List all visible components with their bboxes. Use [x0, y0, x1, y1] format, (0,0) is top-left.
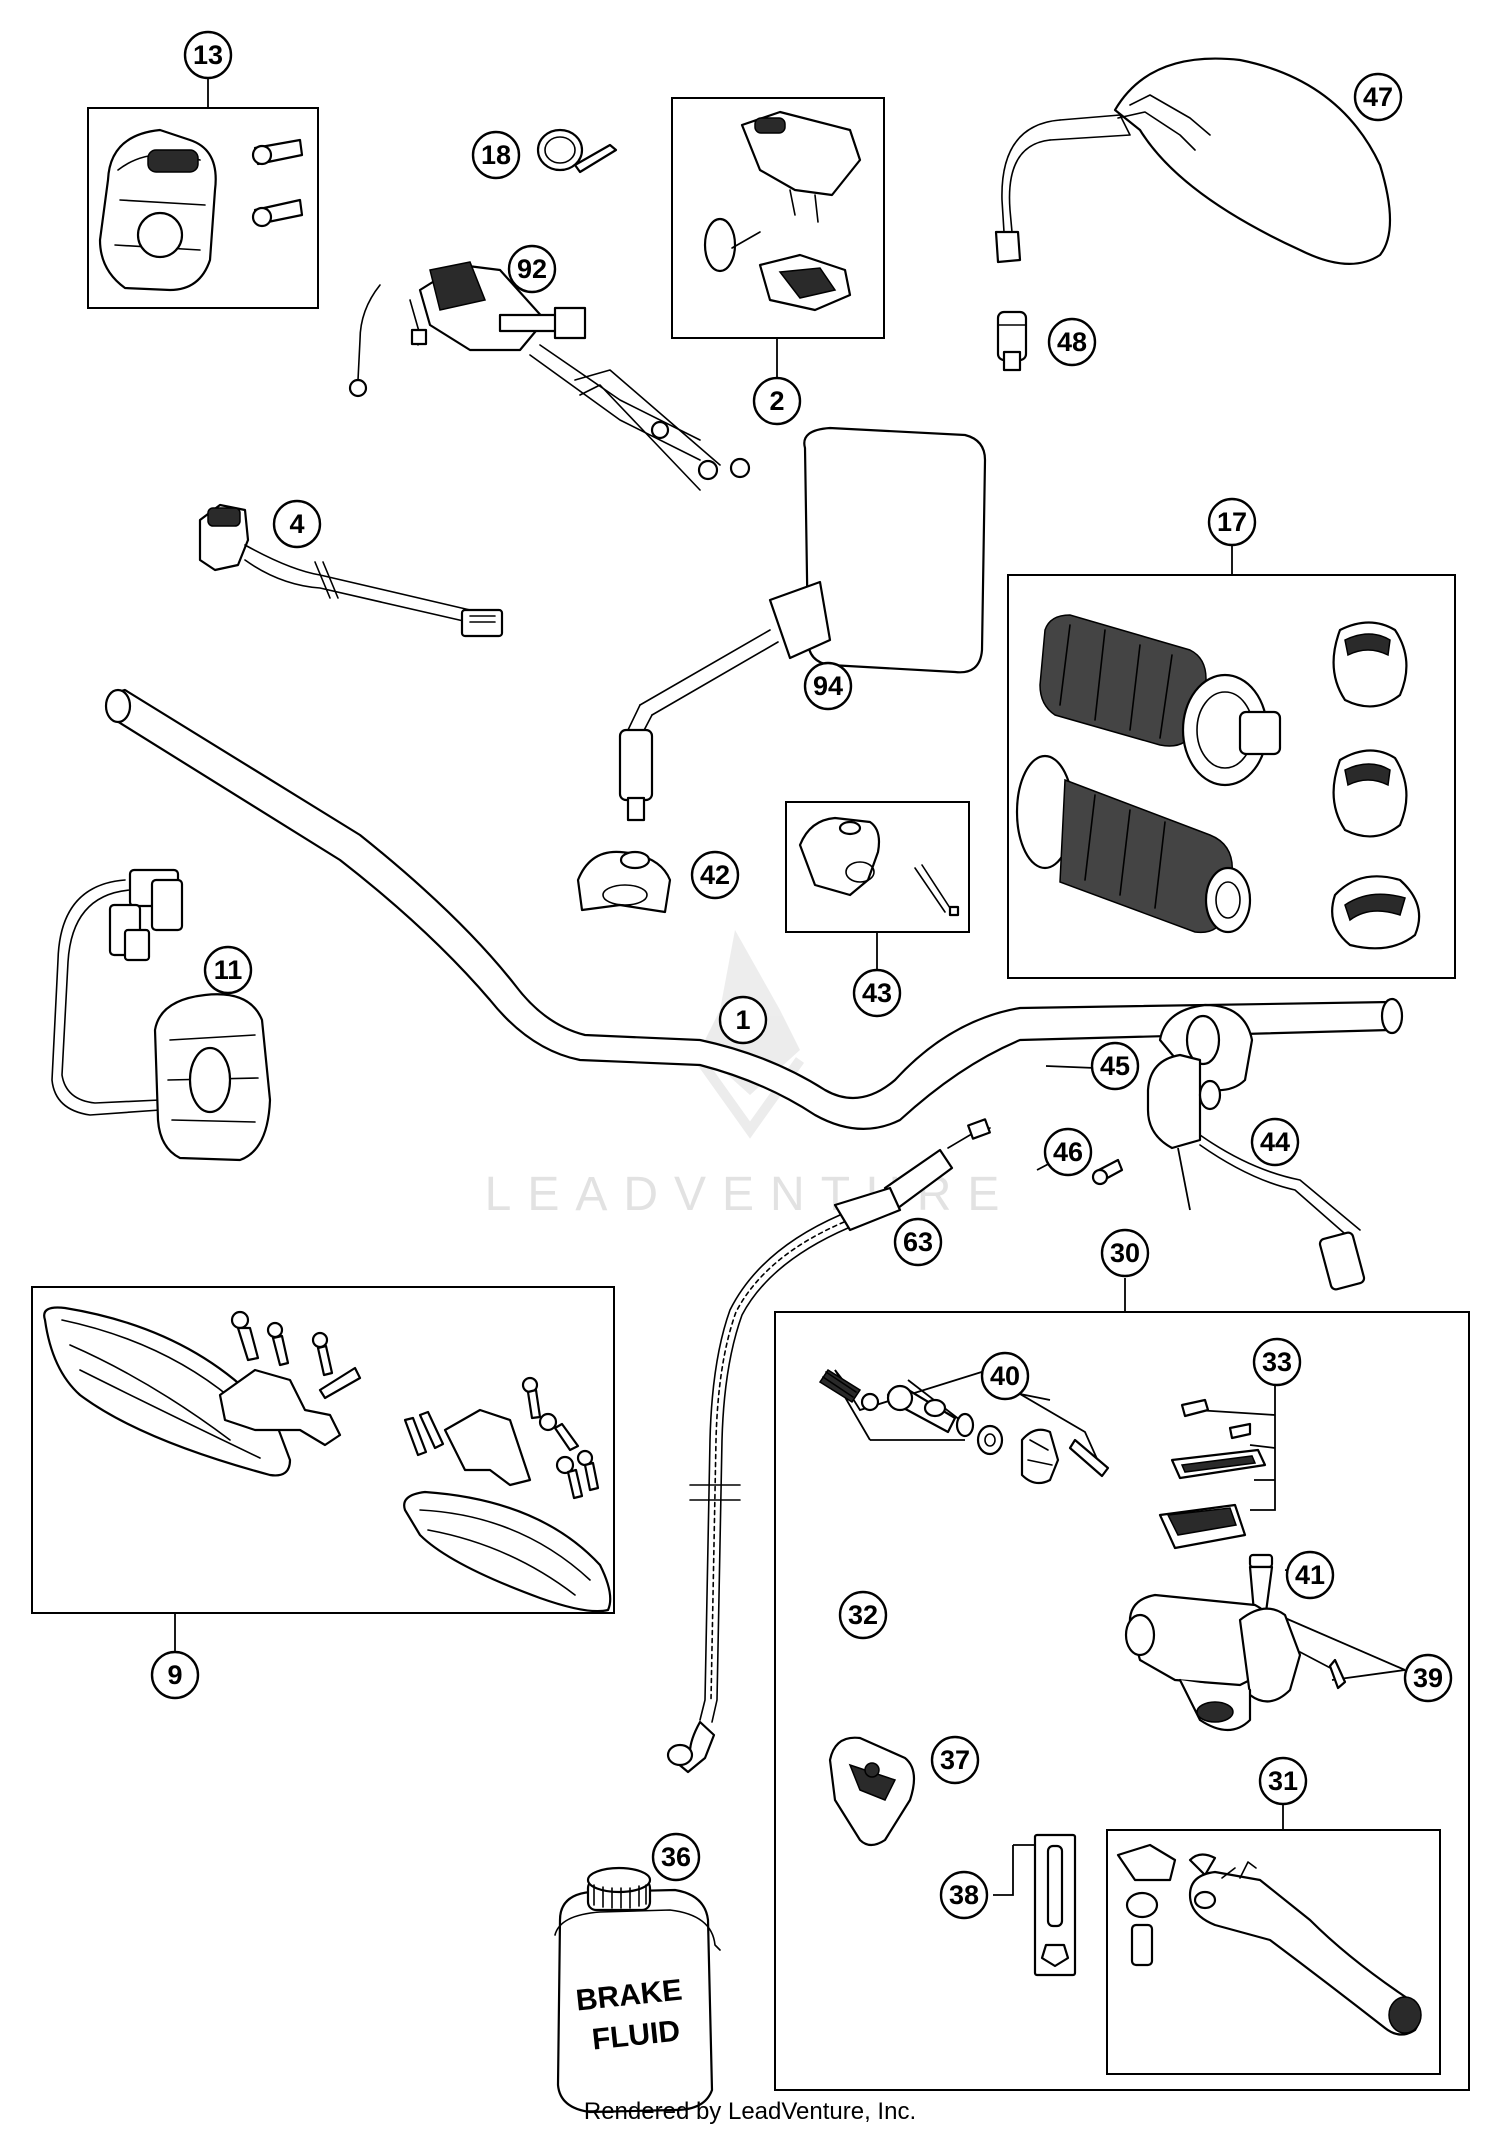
callout-38-label: 38 [949, 1880, 979, 1910]
callout-37-label: 37 [940, 1745, 970, 1775]
callout-45-label: 45 [1100, 1051, 1130, 1081]
callout-39: 39 [1403, 1653, 1453, 1703]
callout-13: 13 [183, 30, 233, 80]
callout-41: 41 [1285, 1550, 1335, 1600]
part-38-bolt-nut [1033, 1833, 1077, 1977]
callout-18-label: 18 [481, 140, 511, 170]
part-33-reservoir-cover [1158, 1398, 1267, 1550]
part-4-kill-switch [198, 503, 504, 638]
callout-13-label: 13 [193, 40, 223, 70]
callout-32-label: 32 [848, 1600, 878, 1630]
callout-38: 38 [939, 1870, 989, 1920]
part-13-switch-housing [98, 128, 304, 292]
callout-41-label: 41 [1295, 1560, 1325, 1590]
callout-94: 94 [803, 661, 853, 711]
callout-92: 92 [507, 244, 557, 294]
part-1-handlebar [104, 688, 1404, 1130]
callout-46: 46 [1043, 1127, 1093, 1177]
part-42-clamp [576, 850, 672, 914]
part-94-pad [618, 426, 987, 822]
callout-46-label: 46 [1053, 1137, 1083, 1167]
callout-48-label: 48 [1057, 327, 1087, 357]
callout-30: 30 [1100, 1228, 1150, 1278]
part-2-switch-cover-set [703, 110, 862, 312]
part-41-pin [1248, 1553, 1274, 1614]
callout-17-label: 17 [1217, 507, 1247, 537]
frame-9 [31, 1286, 615, 1614]
callout-40: 40 [980, 1351, 1030, 1401]
callout-31: 31 [1258, 1756, 1308, 1806]
frame-30 [774, 1311, 1470, 2091]
callout-11: 11 [203, 945, 253, 995]
callout-33: 33 [1252, 1337, 1302, 1387]
callout-63-label: 63 [903, 1227, 933, 1257]
part-47-mirror [994, 57, 1392, 265]
callout-4-label: 4 [289, 509, 304, 539]
callout-30-label: 30 [1110, 1238, 1140, 1268]
callout-63: 63 [893, 1217, 943, 1267]
callout-17: 17 [1207, 497, 1257, 547]
part-43-clamp-set [798, 816, 960, 917]
part-44-sensor [1146, 1053, 1366, 1291]
callout-44-label: 44 [1260, 1127, 1290, 1157]
callout-43-label: 43 [862, 978, 892, 1008]
callout-48: 48 [1047, 317, 1097, 367]
callout-9-label: 9 [167, 1660, 182, 1690]
part-18-cable-tie [536, 128, 618, 174]
callout-2: 2 [752, 376, 802, 426]
part-32-piston-kit [818, 1368, 1004, 1456]
callout-40-label: 40 [990, 1361, 1020, 1391]
callout-2-label: 2 [769, 386, 784, 416]
part-92-throttle-assembly [348, 261, 751, 491]
callout-1: 1 [718, 995, 768, 1045]
callout-33-label: 33 [1262, 1347, 1292, 1377]
callout-37: 37 [930, 1735, 980, 1785]
part-17-grips [1015, 614, 1421, 950]
part-9-hand-guards [43, 1306, 612, 1613]
part-37-lever-guard [828, 1736, 916, 1847]
callout-44: 44 [1250, 1117, 1300, 1167]
callout-39-label: 39 [1413, 1663, 1443, 1693]
part-40-boot-pin [1020, 1428, 1110, 1485]
part-36-brake-fluid-can: BRAKE FLUID [554, 1866, 721, 2114]
frame-13 [87, 107, 319, 309]
callout-43: 43 [852, 968, 902, 1018]
callout-45: 45 [1090, 1041, 1140, 1091]
part-48-mirror-adapter [996, 310, 1028, 372]
callout-9: 9 [150, 1650, 200, 1700]
callout-11-label: 11 [214, 955, 243, 985]
part-11-left-switch [51, 868, 272, 1162]
callout-42-label: 42 [700, 860, 730, 890]
callout-94-label: 94 [813, 671, 843, 701]
callout-18: 18 [471, 130, 521, 180]
callout-36-label: 36 [661, 1842, 691, 1872]
frame-31 [1106, 1829, 1441, 2075]
callout-47: 47 [1353, 72, 1403, 122]
frame-2 [671, 97, 885, 339]
part-master-cylinder [1124, 1593, 1347, 1732]
callout-42: 42 [690, 850, 740, 900]
callout-32: 32 [838, 1590, 888, 1640]
part-45-clamp [1158, 1003, 1254, 1092]
callout-92-label: 92 [517, 254, 547, 284]
callout-1-label: 1 [735, 1005, 750, 1035]
part-31-brake-lever [1116, 1843, 1422, 2036]
part-46-screw [1091, 1158, 1124, 1186]
callout-4: 4 [272, 499, 322, 549]
callout-31-label: 31 [1268, 1766, 1298, 1796]
callouts: 1 2 4 9 11 13 17 18 30 31 32 33 36 37 38… [150, 30, 1453, 1920]
footer-credit: Rendered by LeadVenture, Inc. [583, 2098, 917, 2125]
part-63-brake-hose [666, 1118, 991, 1774]
callout-36: 36 [651, 1832, 701, 1882]
callout-47-label: 47 [1363, 82, 1393, 112]
